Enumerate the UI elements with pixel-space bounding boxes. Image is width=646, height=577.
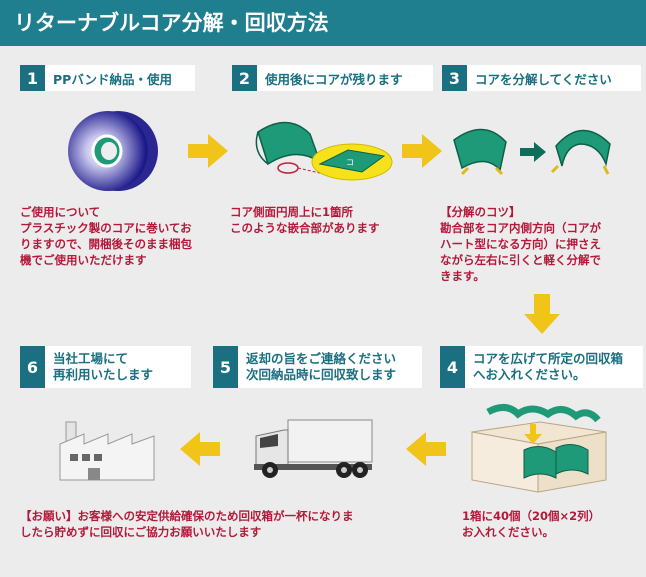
- step-2-description: コア側面円周上に1箇所 このような嵌合部があります: [230, 204, 420, 236]
- step-label: 返却の旨をご連絡ください 次回納品時に回収致します: [238, 346, 422, 388]
- svg-text:コ: コ: [346, 158, 354, 167]
- request-note: 【お願い】お客様への安定供給確保のため回収箱が一杯になりま したら貯めずに回収に…: [20, 508, 430, 540]
- text-line: 1箱に40個（20個×2列）: [462, 509, 601, 523]
- truck-illustration: [254, 419, 373, 478]
- step-number: 6: [20, 346, 45, 388]
- step-label-line: 次回納品時に回収致します: [246, 367, 397, 382]
- text-line: 【お願い】お客様への安定供給確保のため回収箱が一杯になりま: [20, 509, 354, 523]
- step-number: 5: [213, 346, 238, 388]
- arrow-left-icon: [180, 432, 220, 466]
- step-label-line: 当社工場にて: [53, 351, 129, 366]
- page-title: リターナブルコア分解・回収方法: [0, 0, 646, 46]
- text-line: ながら左右に引くと軽く分解で: [440, 253, 601, 267]
- step-2-badge: 2 使用後にコアが残ります: [232, 65, 433, 91]
- step-number: 3: [442, 65, 467, 91]
- step-1-badge: 1 PPバンド納品・使用: [20, 65, 195, 91]
- arrow-down-icon: [524, 294, 560, 334]
- text-line: したら貯めずに回収にご協力お願いいたします: [20, 525, 262, 539]
- step-label-line: へお入れください。: [473, 367, 586, 382]
- arrow-right-icon: [188, 134, 228, 168]
- step-3-description: 【分解のコツ】 勘合部をコア内側方向（コアが ハート型になる方向）に押さえ なが…: [440, 204, 640, 284]
- core-joint-illustration: コ: [255, 121, 393, 181]
- arrow-left-icon: [406, 432, 446, 466]
- step-5-badge: 5 返却の旨をご連絡ください 次回納品時に回収致します: [213, 346, 422, 388]
- text-line: お入れください。: [462, 525, 554, 539]
- step-number: 1: [20, 65, 45, 91]
- text-line: ご使用について: [20, 205, 101, 219]
- step-label-line: コアを広げて所定の回収箱: [473, 351, 624, 366]
- step-label: コアを分解してください: [467, 65, 641, 91]
- text-line: きます。: [440, 269, 485, 283]
- step-4-badge: 4 コアを広げて所定の回収箱 へお入れください。: [440, 346, 643, 388]
- text-line: りますので、開梱後そのまま梱包: [20, 237, 193, 251]
- step-label: 使用後にコアが残ります: [257, 65, 433, 91]
- text-line: プラスチック製のコアに巻いてお: [20, 221, 192, 235]
- step-1-description: ご使用について プラスチック製のコアに巻いてお りますので、開梱後そのまま梱包 …: [20, 204, 210, 268]
- step-number: 2: [232, 65, 257, 91]
- arrow-right-icon: [402, 134, 442, 168]
- arrow-right-icon: [520, 142, 546, 162]
- factory-illustration: [59, 421, 155, 481]
- text-line: このような嵌合部があります: [230, 221, 380, 235]
- text-line: 勘合部をコア内側方向（コアが: [440, 221, 601, 235]
- pp-band-roll-illustration: [68, 111, 158, 191]
- text-line: 【分解のコツ】: [440, 205, 521, 219]
- text-line: コア側面円周上に1箇所: [230, 205, 354, 219]
- step-label: コアを広げて所定の回収箱 へお入れください。: [465, 346, 643, 388]
- step-label: PPバンド納品・使用: [45, 65, 195, 91]
- step-label-line: 再利用いたします: [53, 367, 154, 382]
- step-6-badge: 6 当社工場にて 再利用いたします: [20, 346, 191, 388]
- step-number: 4: [440, 346, 465, 388]
- text-line: 機でご使用いただけます: [20, 253, 147, 267]
- step-3-badge: 3 コアを分解してください: [442, 65, 641, 91]
- text-line: ハート型になる方向）に押さえ: [440, 237, 601, 251]
- step-label-line: 返却の旨をご連絡ください: [246, 351, 397, 366]
- core-disassembly-illustration: [453, 128, 611, 176]
- collection-box-illustration: [471, 404, 607, 493]
- step-label: 当社工場にて 再利用いたします: [45, 346, 191, 388]
- step-4-description: 1箱に40個（20個×2列） お入れください。: [462, 508, 632, 540]
